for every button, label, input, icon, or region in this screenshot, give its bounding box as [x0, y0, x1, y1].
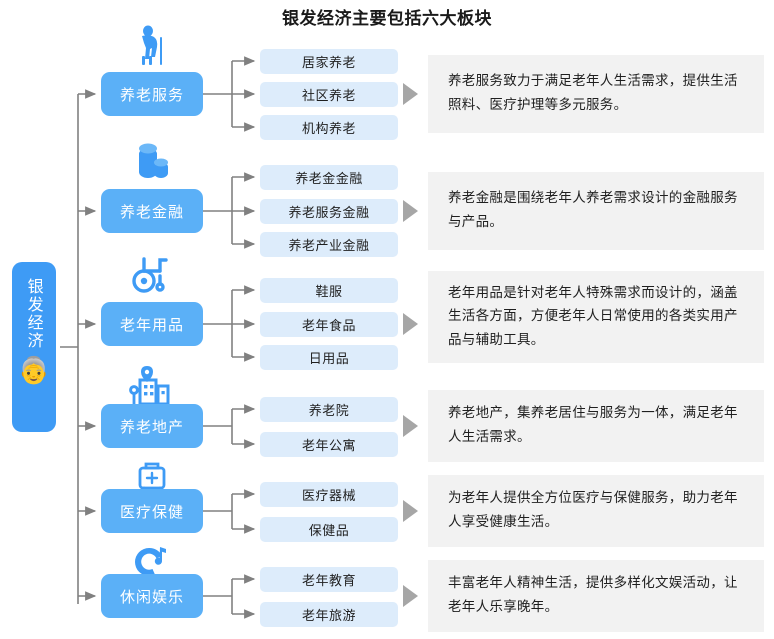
description-text: 养老服务致力于满足老年人生活需求，提供生活照料、医疗护理等多元服务。 — [448, 73, 738, 113]
root-node-label: 银发经济 — [24, 278, 44, 350]
sub-item-box[interactable]: 养老产业金融 — [260, 232, 398, 257]
description-text: 养老金融是围绕老年人养老需求设计的金融服务与产品。 — [448, 190, 738, 230]
play-triangle-icon — [403, 200, 418, 222]
description-text: 老年用品是针对老年人特殊需求而设计的，涵盖生活各方面，方便老年人日常使用的各类实… — [448, 284, 738, 348]
sub-item-label: 鞋服 — [315, 285, 343, 300]
category-label: 养老金融 — [119, 202, 184, 221]
coin-stack-icon — [123, 143, 181, 184]
sub-item-box[interactable]: 老年教育 — [260, 567, 398, 592]
category-label: 医疗保健 — [119, 502, 184, 521]
category-label: 休闲娱乐 — [119, 587, 184, 606]
sub-item-label: 医疗器械 — [301, 489, 356, 504]
sub-item-label: 机构养老 — [301, 122, 356, 137]
category-box-leisure-entertainment[interactable]: 休闲娱乐 — [101, 574, 203, 618]
buildings-with-pin-icon — [123, 366, 181, 406]
sub-item-box[interactable]: 医疗器械 — [260, 482, 398, 507]
play-triangle-icon — [403, 313, 418, 335]
sub-item-box[interactable]: 老年旅游 — [260, 602, 398, 627]
sub-item-label: 保健品 — [308, 524, 350, 539]
sub-item-label: 日用品 — [308, 352, 350, 367]
sub-item-box[interactable]: 机构养老 — [260, 115, 398, 140]
sub-item-label: 养老产业金融 — [288, 239, 370, 254]
sub-item-box[interactable]: 养老服务金融 — [260, 199, 398, 224]
category-box-elder-products[interactable]: 老年用品 — [101, 302, 203, 346]
sub-item-box[interactable]: 老年公寓 — [260, 432, 398, 457]
description-panel: 养老地产，集养老居住与服务为一体，满足老年人生活需求。 — [428, 390, 764, 462]
description-panel: 丰富老年人精神生活，提供多样化文娱活动，让老年人乐享晚年。 — [428, 560, 764, 632]
sub-item-label: 老年教育 — [301, 574, 356, 589]
elderly-person-with-cane-icon — [123, 25, 181, 67]
description-panel: 养老金融是围绕老年人养老需求设计的金融服务与产品。 — [428, 172, 764, 250]
sub-item-box[interactable]: 养老院 — [260, 397, 398, 422]
sub-item-label: 老年公寓 — [301, 439, 356, 454]
sub-item-box[interactable]: 老年食品 — [260, 312, 398, 337]
page-title: 银发经济主要包括六大板块 — [282, 9, 492, 29]
sub-item-box[interactable]: 养老金金融 — [260, 165, 398, 190]
sub-item-box[interactable]: 鞋服 — [260, 278, 398, 303]
sub-item-label: 老年旅游 — [301, 609, 356, 624]
sub-item-label: 社区养老 — [301, 89, 356, 104]
description-text: 丰富老年人精神生活，提供多样化文娱活动，让老年人乐享晚年。 — [448, 575, 738, 615]
category-box-elder-finance[interactable]: 养老金融 — [101, 189, 203, 233]
category-label: 养老地产 — [119, 417, 184, 436]
play-triangle-icon — [403, 415, 418, 437]
description-text: 为老年人提供全方位医疗与保健服务，助力老年人享受健康生活。 — [448, 490, 738, 530]
category-label: 老年用品 — [119, 315, 184, 334]
play-triangle-icon — [403, 500, 418, 522]
headphones-music-icon — [123, 540, 181, 580]
elderly-woman-emoji: 👵 — [17, 356, 51, 386]
sub-item-label: 养老金金融 — [295, 172, 363, 187]
sub-item-box[interactable]: 日用品 — [260, 345, 398, 370]
category-box-elder-care-service[interactable]: 养老服务 — [101, 72, 203, 116]
description-text: 养老地产，集养老居住与服务为一体，满足老年人生活需求。 — [448, 405, 738, 445]
sub-item-label: 养老院 — [308, 404, 350, 419]
sub-item-label: 老年食品 — [301, 319, 356, 334]
description-panel: 老年用品是针对老年人特殊需求而设计的，涵盖生活各方面，方便老年人日常使用的各类实… — [428, 271, 764, 363]
description-panel: 为老年人提供全方位医疗与保健服务，助力老年人享受健康生活。 — [428, 475, 764, 547]
play-triangle-icon — [403, 83, 418, 105]
sub-item-box[interactable]: 居家养老 — [260, 49, 398, 74]
root-node-silver-economy[interactable]: 银发经济 👵 — [12, 262, 56, 432]
sub-item-box[interactable]: 保健品 — [260, 517, 398, 542]
category-box-medical-health-care[interactable]: 医疗保健 — [101, 489, 203, 533]
sub-item-box[interactable]: 社区养老 — [260, 82, 398, 107]
sub-item-label: 居家养老 — [301, 56, 356, 71]
category-box-elder-real-estate[interactable]: 养老地产 — [101, 404, 203, 448]
sub-item-label: 养老服务金融 — [288, 206, 370, 221]
description-panel: 养老服务致力于满足老年人生活需求，提供生活照料、医疗护理等多元服务。 — [428, 55, 764, 133]
category-label: 养老服务 — [119, 85, 184, 104]
play-triangle-icon — [403, 585, 418, 607]
wheelchair-icon — [123, 256, 181, 296]
